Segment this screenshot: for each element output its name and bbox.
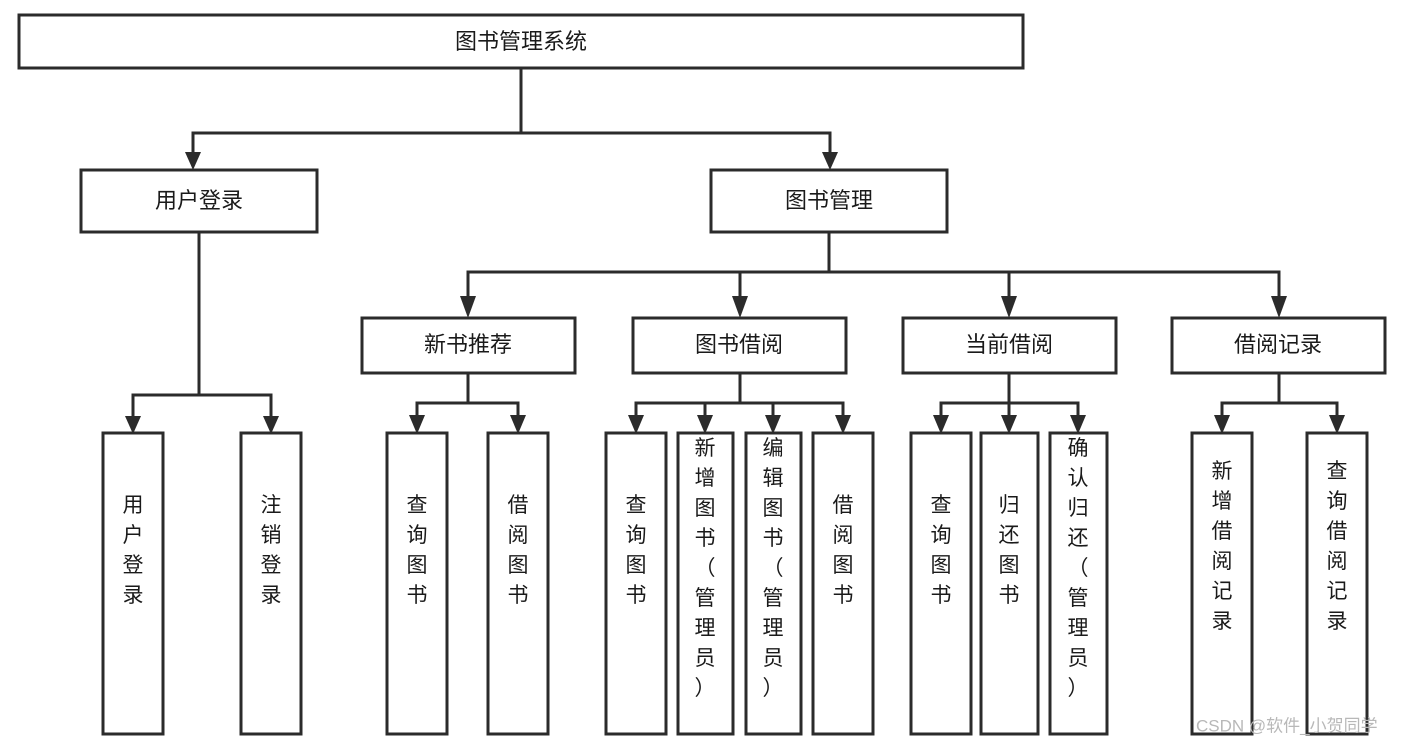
arrow-head-icon: [1271, 296, 1287, 318]
node-book-borrow-label: 图书借阅: [695, 332, 783, 357]
node-user-login[interactable]: 用户登录: [79, 168, 319, 234]
node-leaf-return-book-label: 归还图书: [999, 494, 1020, 607]
node-leaf-query-book-1[interactable]: 查询图书: [385, 431, 449, 736]
arrow-head-icon: [933, 415, 949, 434]
connector-newbook-to-leaves: [409, 371, 526, 434]
node-leaf-borrow-book-2-label: 借阅图书: [833, 494, 854, 607]
node-leaf-borrow-book-2[interactable]: 借阅图书: [811, 431, 875, 736]
arrow-head-icon: [697, 415, 713, 434]
node-borrow-record-label: 借阅记录: [1234, 332, 1322, 357]
connector-currentborrow-to-leaves: [933, 371, 1086, 434]
node-leaf-add-record-label: 新增借阅记录: [1212, 460, 1233, 633]
node-leaf-logout-login[interactable]: 注销登录: [239, 431, 303, 736]
connector-bookborrow-to-leaves: [628, 371, 851, 434]
node-leaf-query-book-2[interactable]: 查询图书: [604, 431, 668, 736]
node-leaf-user-login-label: 用户登录: [123, 494, 144, 607]
arrow-head-icon: [510, 415, 526, 434]
node-borrow-record[interactable]: 借阅记录: [1170, 316, 1387, 375]
node-book-management-label: 图书管理: [785, 188, 873, 213]
node-leaf-borrow-book-1[interactable]: 借阅图书: [486, 431, 550, 736]
node-root-label: 图书管理系统: [455, 29, 587, 54]
arrow-head-icon: [1214, 415, 1230, 434]
connector-borrowrecord-to-leaves: [1214, 371, 1345, 434]
arrow-head-icon: [409, 415, 425, 434]
node-leaf-edit-book-label: 编辑图书（管理员）: [763, 437, 784, 700]
arrow-head-icon: [732, 296, 748, 318]
connector-userlogin-to-leaves: [125, 230, 279, 434]
node-leaf-add-book-label: 新增图书（管理员）: [695, 437, 716, 700]
arrow-head-icon: [185, 152, 201, 170]
node-leaf-confirm-return[interactable]: 确认归还（管理员）: [1048, 431, 1109, 736]
node-current-borrow-label: 当前借阅: [965, 332, 1053, 357]
arrow-head-icon: [765, 415, 781, 434]
arrow-head-icon: [835, 415, 851, 434]
arrow-head-icon: [460, 296, 476, 318]
arrow-head-icon: [1070, 415, 1086, 434]
node-leaf-confirm-return-label: 确认归还（管理员）: [1068, 437, 1089, 700]
node-leaf-query-book-3-label: 查询图书: [931, 494, 952, 607]
node-leaf-logout-login-label: 注销登录: [261, 494, 282, 607]
connector-bookmgmt-to-level3: [460, 230, 1287, 318]
node-leaf-query-record-label: 查询借阅记录: [1327, 460, 1348, 633]
connector-root-to-level2: [185, 66, 838, 170]
node-leaf-return-book[interactable]: 归还图书: [979, 431, 1040, 736]
arrow-head-icon: [1001, 415, 1017, 434]
node-root[interactable]: 图书管理系统: [17, 13, 1025, 70]
node-leaf-query-book-3[interactable]: 查询图书: [909, 431, 973, 736]
node-user-login-label: 用户登录: [155, 188, 243, 213]
arrow-head-icon: [263, 416, 279, 434]
node-leaf-add-record[interactable]: 新增借阅记录: [1190, 431, 1254, 736]
node-current-borrow[interactable]: 当前借阅: [901, 316, 1118, 375]
arrow-head-icon: [1329, 415, 1345, 434]
node-leaf-borrow-book-1-label: 借阅图书: [508, 494, 529, 607]
node-book-management[interactable]: 图书管理: [709, 168, 949, 234]
arrow-head-icon: [628, 415, 644, 434]
node-new-book-recommend-label: 新书推荐: [424, 332, 512, 357]
node-book-borrow[interactable]: 图书借阅: [631, 316, 848, 375]
csdn-watermark: CSDN @软件_小贺同学: [1196, 716, 1378, 735]
node-leaf-query-book-2-label: 查询图书: [626, 494, 647, 607]
node-leaf-user-login[interactable]: 用户登录: [101, 431, 165, 736]
arrow-head-icon: [125, 416, 141, 434]
arrow-head-icon: [822, 152, 838, 170]
node-leaf-edit-book[interactable]: 编辑图书（管理员）: [744, 431, 803, 736]
node-new-book-recommend[interactable]: 新书推荐: [360, 316, 577, 375]
node-leaf-query-book-1-label: 查询图书: [407, 494, 428, 607]
node-leaf-add-book[interactable]: 新增图书（管理员）: [676, 431, 735, 736]
arrow-head-icon: [1001, 296, 1017, 318]
node-leaf-query-record[interactable]: 查询借阅记录: [1305, 431, 1369, 736]
